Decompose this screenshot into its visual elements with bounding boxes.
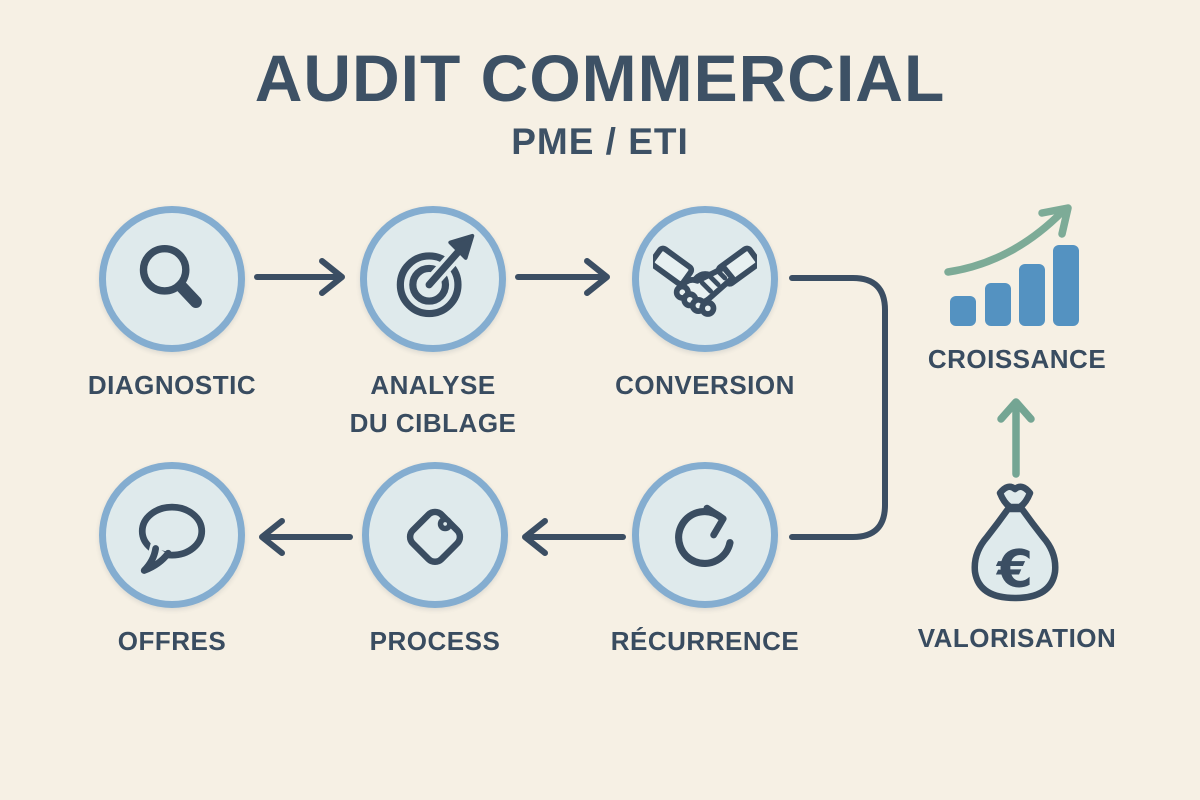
arrow-analyse-to-conversion [515, 258, 610, 296]
arrow-diagnostic-to-analyse [254, 258, 345, 296]
page-subtitle: PME / ETI [511, 121, 689, 162]
page-title: AUDIT COMMERCIAL [254, 41, 946, 115]
handshake-icon [653, 245, 757, 317]
label-process: PROCESS [369, 626, 501, 656]
speech-bubble-icon [138, 503, 206, 574]
money-bag-icon: € [971, 483, 1059, 602]
arrow-process-to-offres [259, 518, 353, 556]
label-analyse-line2: DU CIBLAGE [349, 408, 517, 438]
target-icon [396, 233, 475, 318]
node-analyse [360, 206, 506, 352]
node-process [362, 462, 508, 608]
label-analyse-line1: ANALYSE [370, 370, 496, 400]
growth-curve-arrow-icon [944, 204, 1072, 276]
node-diagnostic [99, 206, 245, 352]
node-conversion [632, 206, 778, 352]
label-valorisation: VALORISATION [917, 623, 1117, 653]
label-analyse: ANALYSE DU CIBLAGE [273, 366, 593, 442]
price-tag-icon [406, 508, 464, 565]
label-croissance: CROISSANCE [927, 344, 1107, 374]
label-diagnostic: DIAGNOSTIC [87, 370, 257, 400]
label-recurrence: RÉCURRENCE [610, 626, 800, 656]
arrow-valorisation-to-croissance [997, 398, 1035, 478]
growth-bars-icon [944, 204, 1079, 326]
magnifier-icon [139, 244, 202, 308]
node-recurrence [632, 462, 778, 608]
label-conversion: CONVERSION [615, 370, 795, 400]
label-offres: OFFRES [117, 626, 227, 656]
arrow-recurrence-to-process [522, 518, 626, 556]
node-offres [99, 462, 245, 608]
loop-arrow-icon [675, 504, 734, 567]
euro-symbol: € [996, 540, 1033, 600]
connector-conversion-to-recurrence [789, 275, 888, 540]
